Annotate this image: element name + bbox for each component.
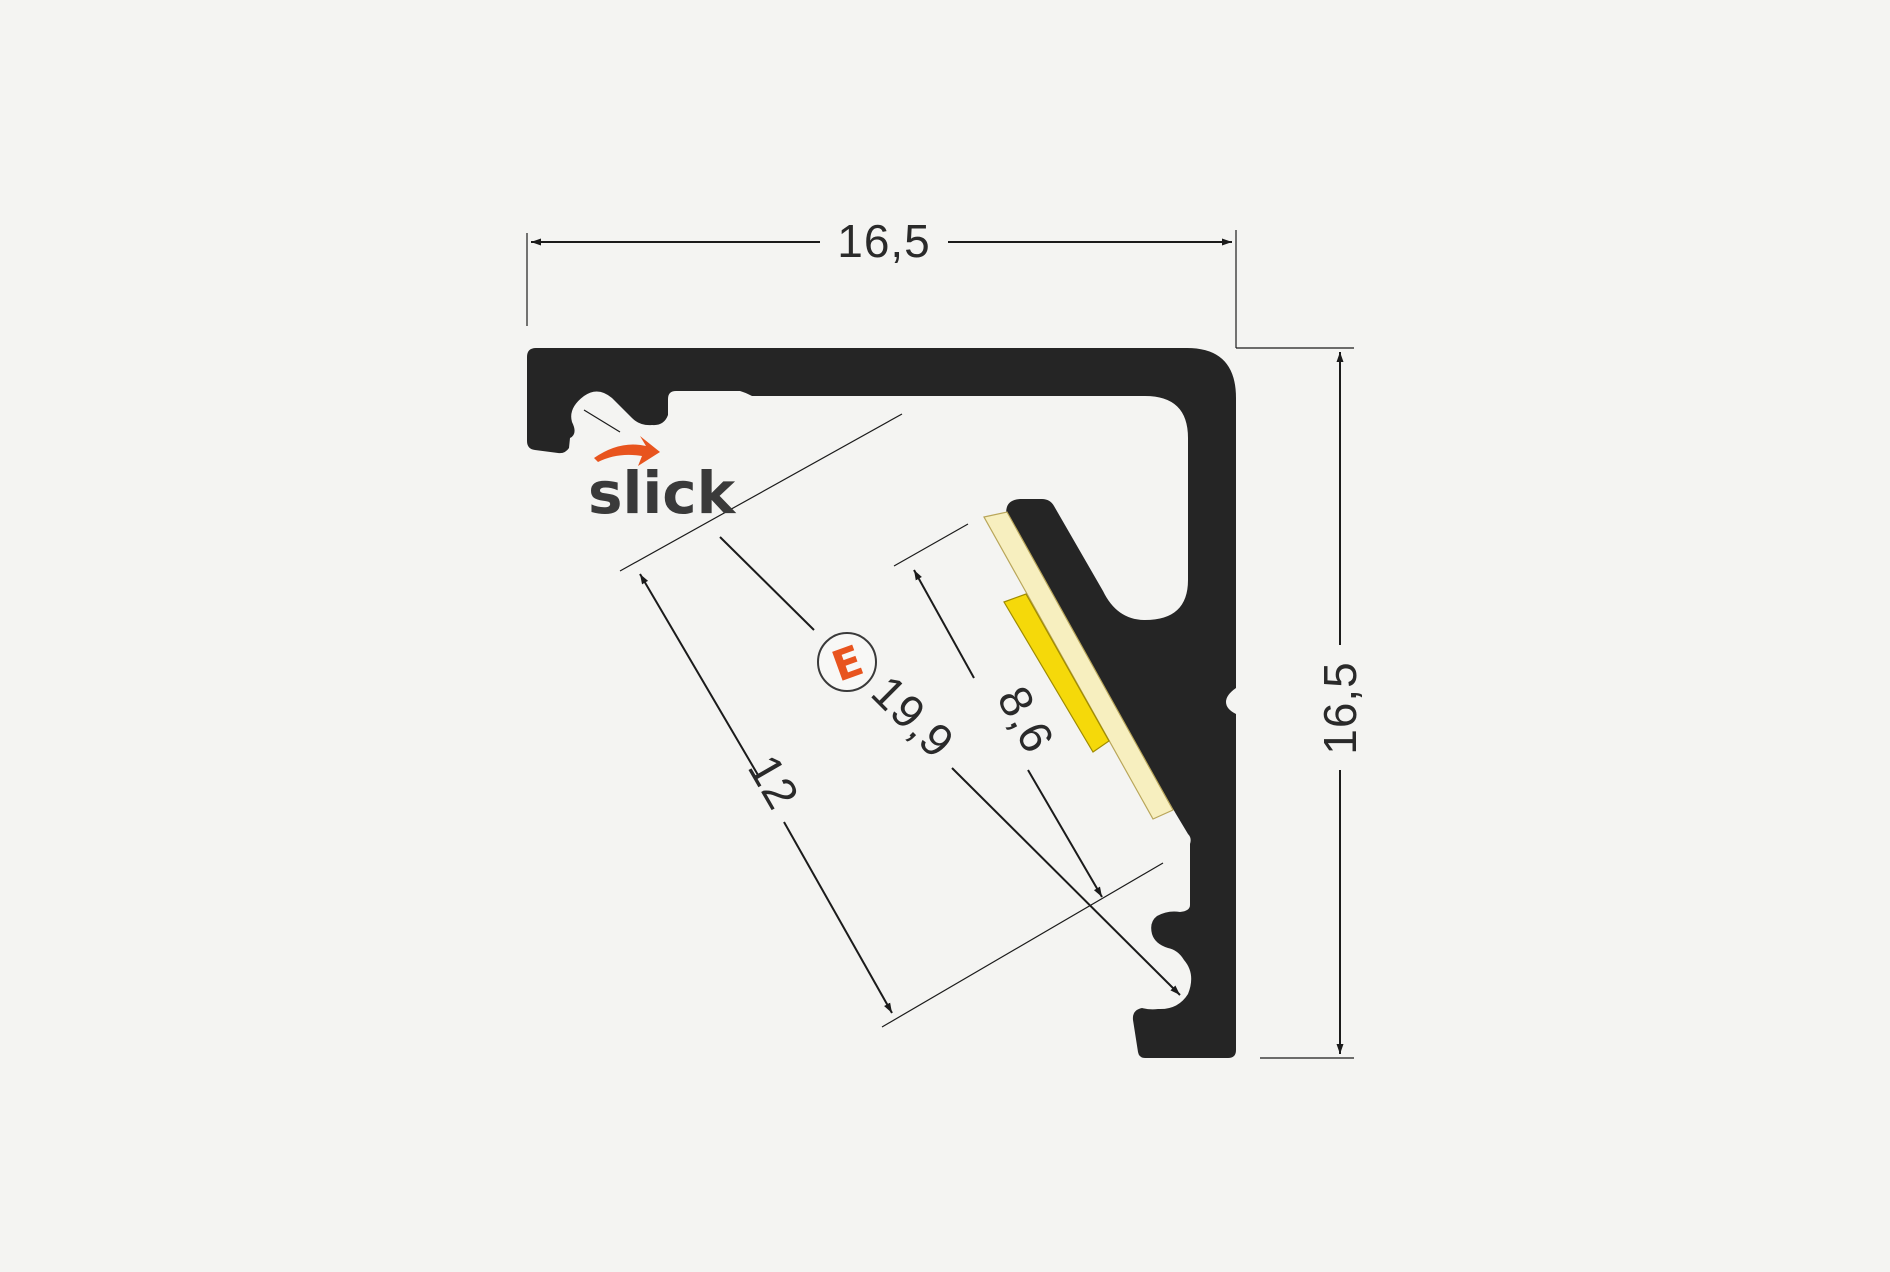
led-strip [1003,593,1110,753]
diffuser-dimension-line-lower [783,821,893,1014]
led-dimension-label: 8,6 [987,678,1064,762]
diffuser-dimension-line-upper [639,573,759,776]
diagonal-origin-line [583,409,621,433]
diagonal-dimension-line-upper [719,536,815,631]
diagonal-dimension-line-lower [951,767,1181,996]
led-top-extension-line [893,523,969,567]
logo-wordmark: slick [588,459,737,527]
top-dimension-label: 16,5 [837,215,931,267]
slick-logo: slick [588,436,737,527]
diffuser-top-extension-line [619,413,903,572]
e-class-badge: E [817,632,877,692]
diffuser-dimension-label: 12 [738,746,810,818]
aluminium-profile-body [527,348,1236,1058]
logo-swoosh-icon [594,436,660,466]
diffuser-bottom-extension-line [881,862,1164,1028]
led-dimension-line-upper [913,569,975,679]
right-dimension-label: 16,5 [1314,661,1366,755]
diagonal-dimension-label: 19,9 [862,665,965,768]
badge-circle [817,632,877,692]
led-dimension-line-lower [1027,769,1103,898]
